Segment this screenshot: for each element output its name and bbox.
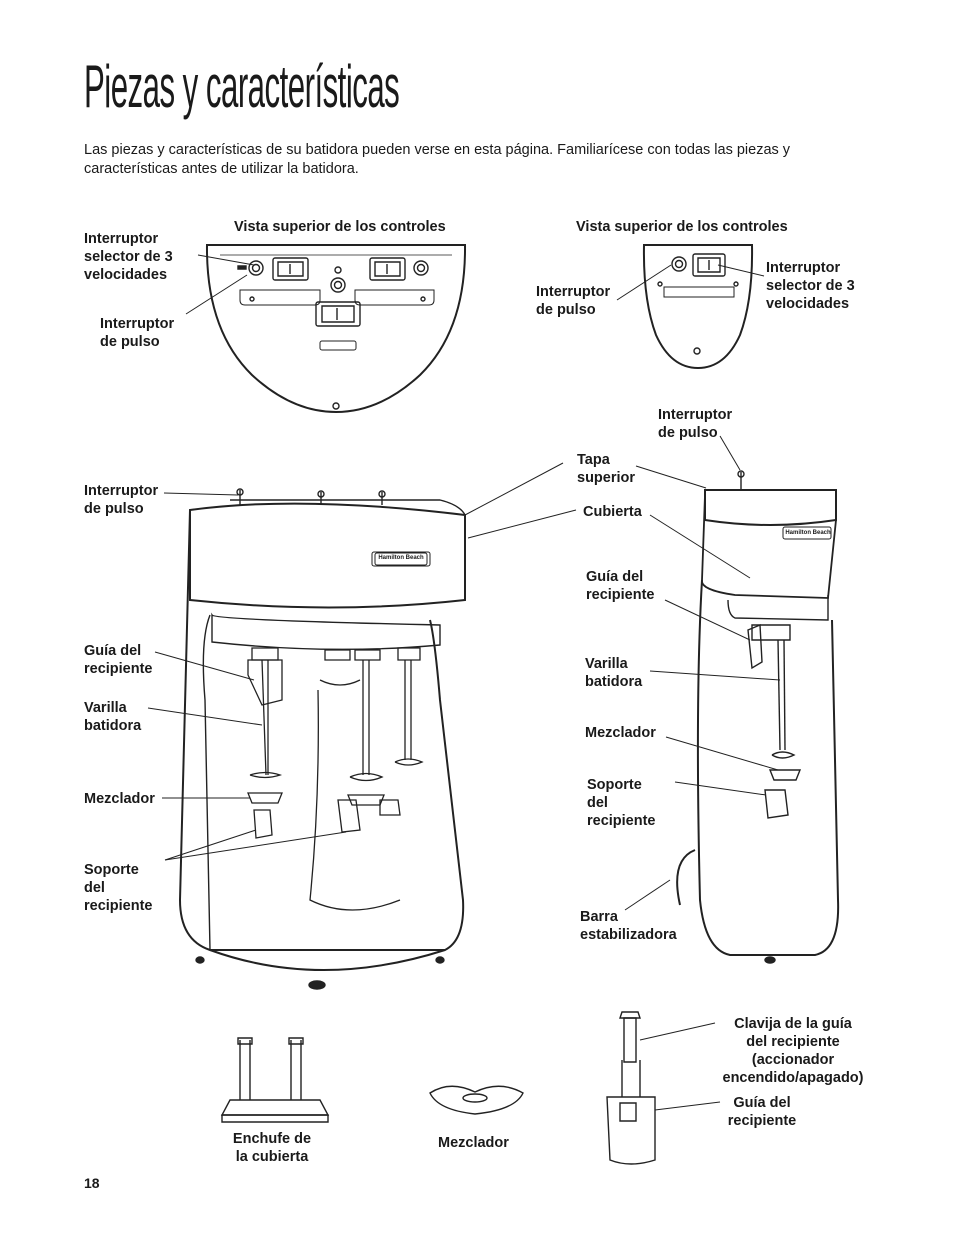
label-pulse-switch-top-left: Interruptor de pulso [100,316,175,350]
label-agitator-part: Mezclador [438,1135,509,1151]
single-control-panel [644,245,752,368]
label-cup-guide-pin: Clavija de la guía del recipiente (accio… [722,1016,864,1086]
label-top-cover: Tapa superior [577,452,636,486]
label-speed-switch-right: Interruptor selector de 3 velocidades [766,260,855,312]
label-pulse-switch-top-right: Interruptor de pulso [536,284,611,318]
cup-guide-part [607,1012,655,1164]
label-pulse-switch-triple: Interruptor de pulso [84,483,159,517]
label-stabilizer-bar: Barra estabilizadora [580,909,677,943]
label-spindle-left: Varilla batidora [84,700,142,734]
page-title: Piezas y características [84,53,400,120]
label-spindle-right: Varilla batidora [585,656,643,690]
triple-mixer [180,489,465,989]
label-speed-switch-left: Interruptor selector de 3 velocidades [84,231,173,283]
triple-control-panel [207,245,465,412]
brand-logo-single: Hamilton Beach [785,530,831,536]
label-pulse-switch-single: Interruptor de pulso [658,407,733,441]
label-agitator-left: Mezclador [84,791,155,807]
label-cup-guide-part: Guía del recipiente [727,1095,797,1129]
label-cup-support-left: Soporte del recipiente [84,862,153,914]
brand-logo-triple: Hamilton Beach [378,555,424,561]
label-top-view-right: Vista superior de los controles [576,219,788,235]
single-mixer [677,471,838,963]
label-cup-support-right: Soporte del recipiente [587,777,656,829]
label-cover-plug: Enchufe de la cubierta [232,1131,312,1165]
label-top-view-left: Vista superior de los controles [234,219,446,235]
page-number: 18 [84,1175,100,1191]
cover-plug-part [222,1038,328,1122]
label-housing: Cubierta [583,504,642,520]
agitator-part [430,1086,523,1114]
label-cup-guide-right: Guía del recipiente [586,569,655,603]
label-cup-guide-left: Guía del recipiente [84,643,153,677]
intro-paragraph: Las piezas y características de su batid… [84,142,791,177]
label-agitator-right: Mezclador [585,725,656,741]
